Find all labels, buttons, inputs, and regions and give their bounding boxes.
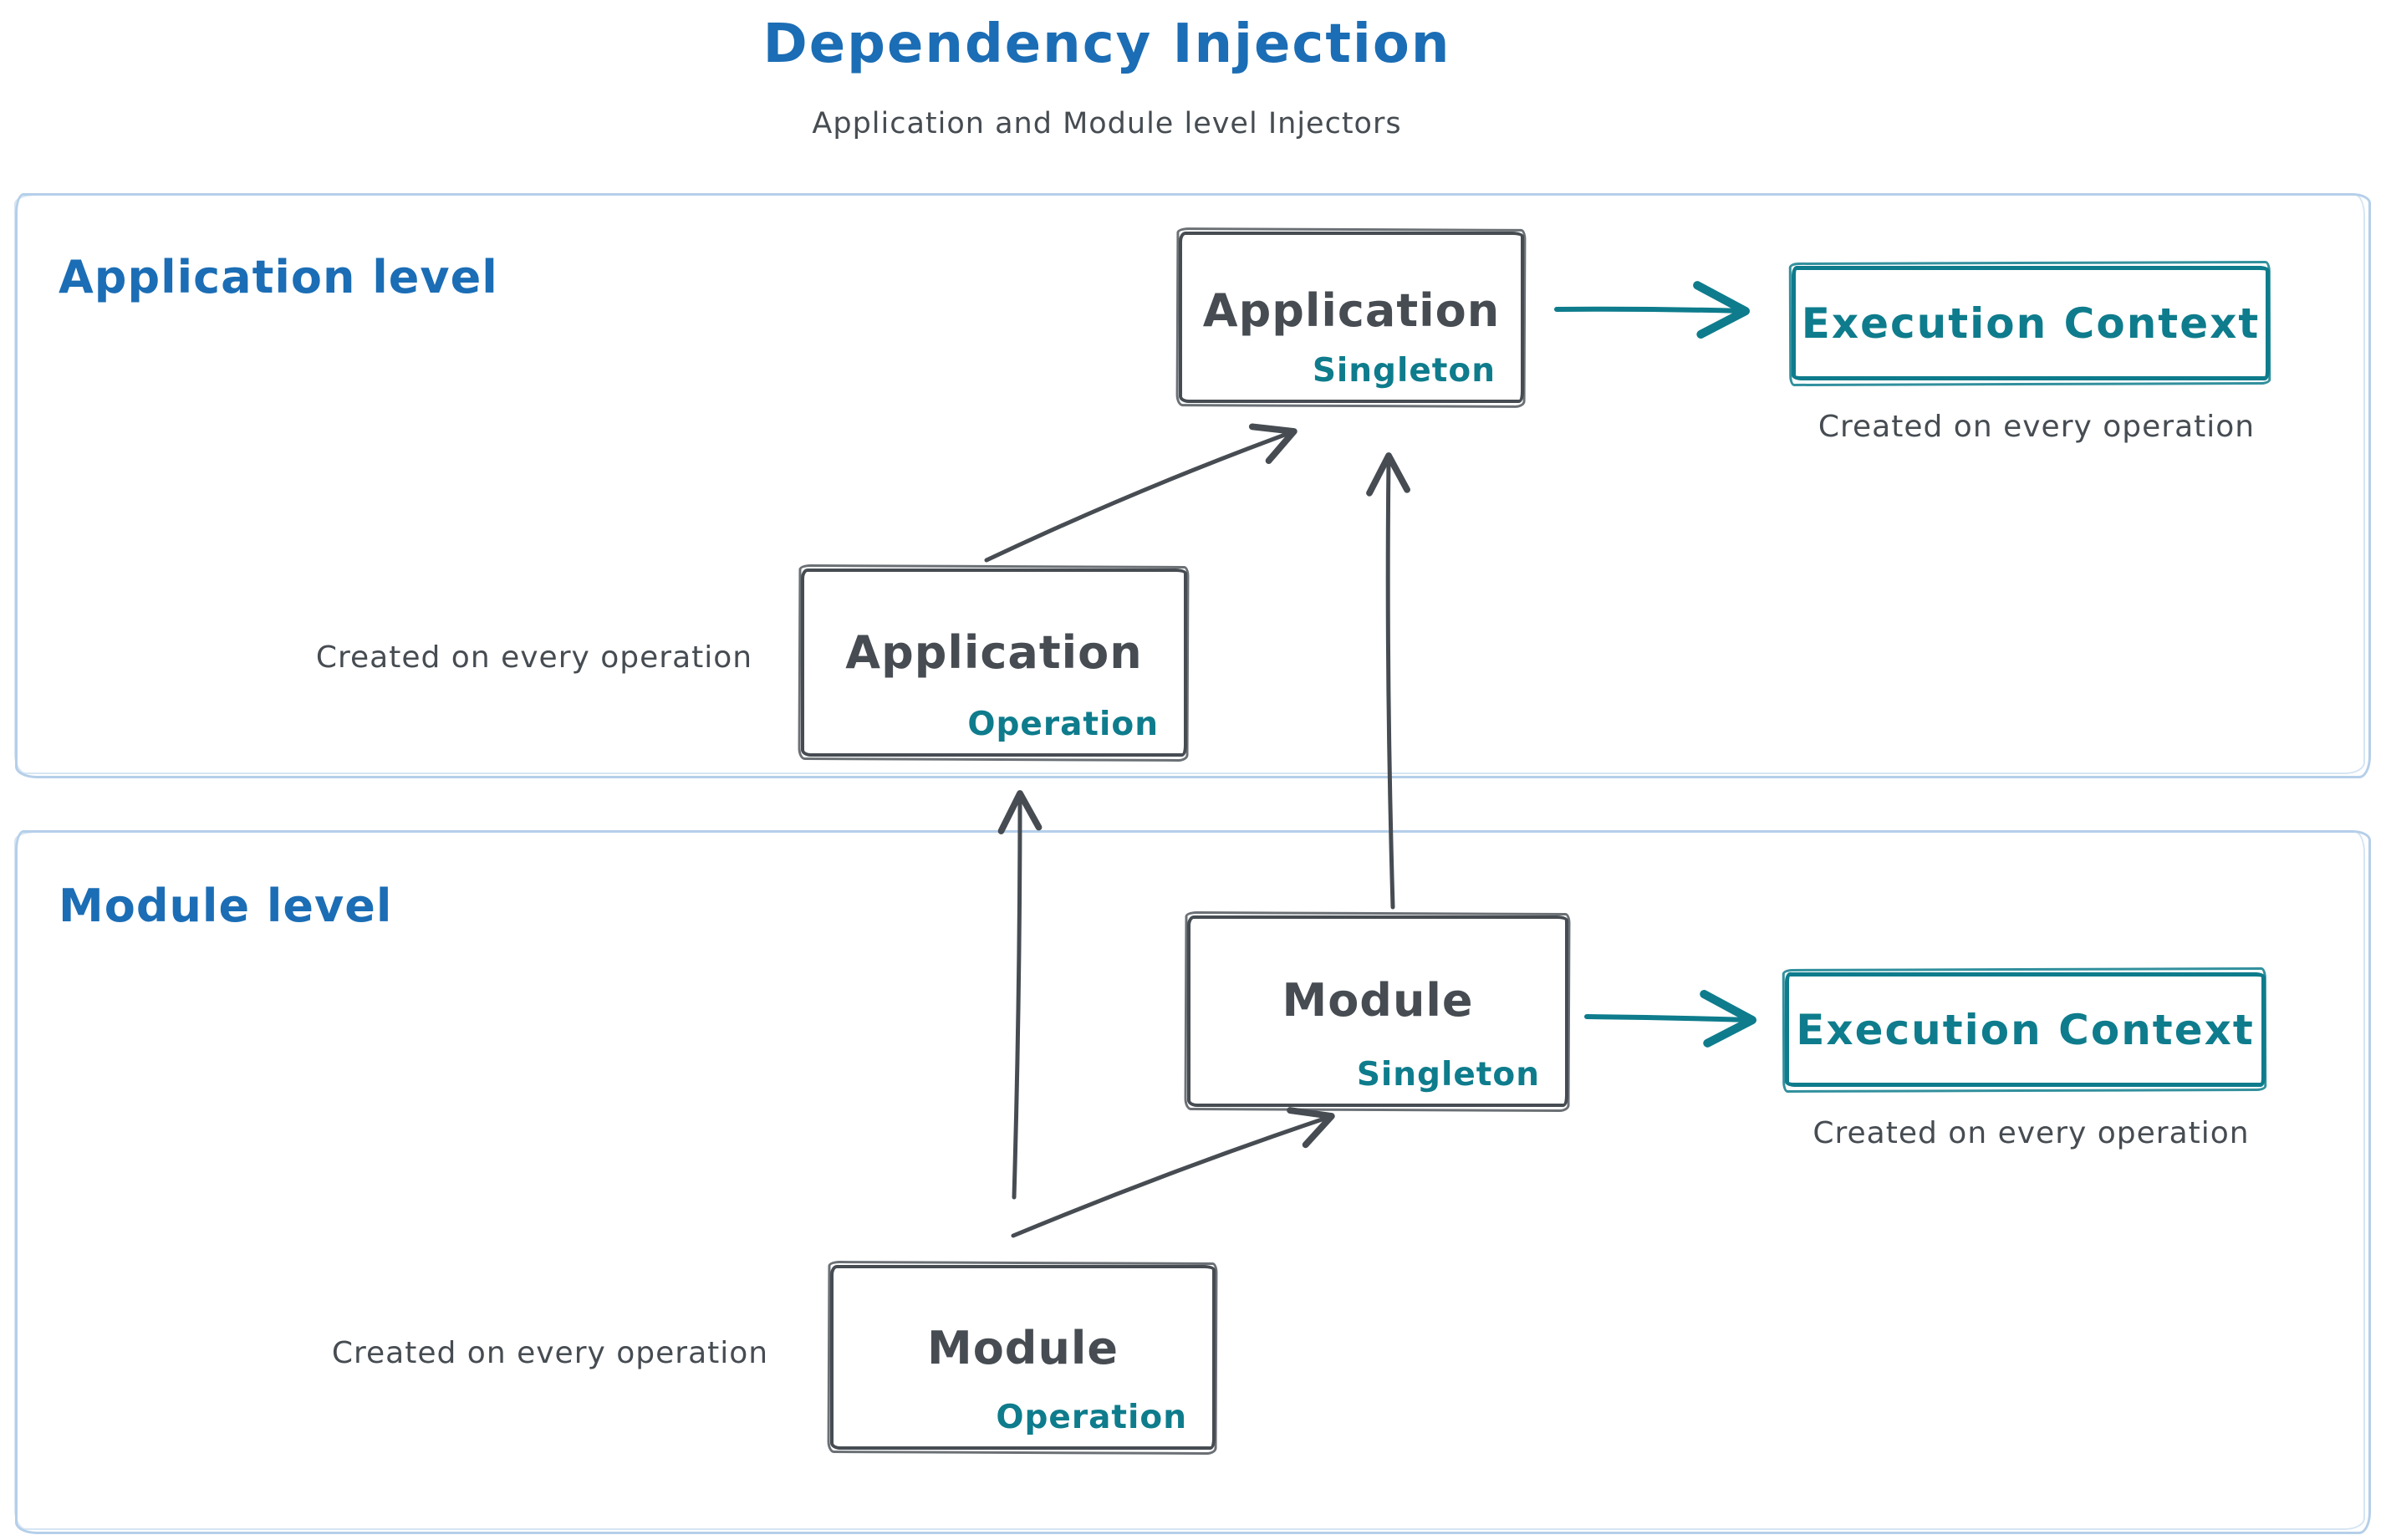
- execution-context-label: Execution Context: [1796, 1005, 2255, 1054]
- node-label: Module: [926, 1321, 1119, 1374]
- node-module-operation: Module Operation: [830, 1265, 1216, 1450]
- caption-module-operation: Created on every operation: [331, 1336, 769, 1370]
- node-application-operation: Application Operation: [801, 569, 1187, 757]
- node-sublabel: Singleton: [1356, 1056, 1540, 1094]
- module-level-label: Module level: [59, 880, 393, 932]
- application-level-container: [14, 193, 2371, 778]
- diagram-subtitle: Application and Module level Injectors: [812, 107, 1402, 140]
- node-application-singleton: Application Singleton: [1179, 232, 1524, 403]
- node-label: Module: [1282, 974, 1474, 1028]
- node-label: Application: [1202, 284, 1501, 338]
- node-sublabel: Singleton: [1312, 352, 1496, 390]
- node-label: Application: [845, 626, 1143, 680]
- module-level-container: [14, 830, 2371, 1534]
- node-sublabel: Operation: [967, 706, 1159, 743]
- execution-context-label: Execution Context: [1801, 298, 2261, 348]
- application-level-label: Application level: [59, 251, 498, 303]
- node-sublabel: Operation: [996, 1399, 1187, 1436]
- execution-context-module-box: Execution Context: [1785, 972, 2266, 1087]
- node-module-singleton: Module Singleton: [1187, 915, 1568, 1107]
- caption-execution-context-module: Created on every operation: [1812, 1116, 2250, 1150]
- caption-application-operation: Created on every operation: [315, 640, 753, 675]
- diagram-title: Dependency Injection: [762, 13, 1451, 75]
- execution-context-application-box: Execution Context: [1792, 266, 2270, 380]
- caption-execution-context-application: Created on every operation: [1818, 410, 2256, 444]
